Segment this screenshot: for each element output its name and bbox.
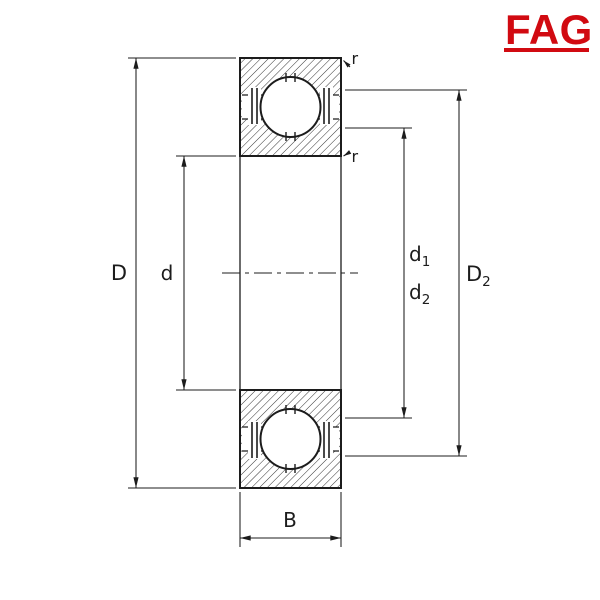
fag-logo-text: FAG	[505, 6, 593, 53]
d1-subscript: 1	[422, 254, 431, 270]
ball-top	[259, 76, 322, 138]
d2-subscript: 2	[422, 292, 431, 308]
dimension-label-D2: D2	[466, 262, 491, 290]
fag-logo-underline	[504, 48, 589, 52]
radius-label-outer: r	[352, 49, 359, 68]
dimension-D2: D2	[345, 89, 491, 457]
radius-callout-outer: r	[343, 49, 359, 68]
dimension-label-D: D	[111, 261, 127, 285]
dimension-B: B	[239, 492, 342, 547]
radius-label-inner: r	[352, 147, 359, 166]
ball-bottom	[259, 408, 322, 470]
seal-groove-right-top	[320, 87, 333, 125]
seal-groove-left-top	[248, 87, 261, 125]
D2-subscript: 2	[482, 274, 491, 290]
dimensions: D d d1 d2 D2 B	[111, 49, 491, 547]
bearing-section-top	[239, 57, 342, 157]
radius-callout-inner: r	[343, 147, 359, 166]
dimension-D: D	[111, 57, 236, 489]
seal-groove-right-bottom	[320, 421, 333, 459]
dimension-d1-d2: d1 d2	[345, 127, 430, 419]
dimension-label-d1: d1	[409, 242, 430, 270]
dimension-label-B: B	[283, 508, 297, 532]
leader-line	[343, 150, 352, 157]
bearing-section-bottom	[239, 389, 342, 489]
dimension-label-d: d	[161, 261, 174, 285]
bearing-cross-section	[222, 57, 358, 489]
dimension-label-d2: d2	[409, 280, 430, 308]
d1-base: d	[409, 242, 422, 266]
d2-base: d	[409, 280, 422, 304]
D2-base: D	[466, 262, 482, 286]
dimension-d: d	[161, 155, 236, 391]
seal-groove-left-bottom	[248, 421, 261, 459]
fag-logo: FAG	[504, 6, 593, 53]
leader-line	[343, 60, 351, 68]
